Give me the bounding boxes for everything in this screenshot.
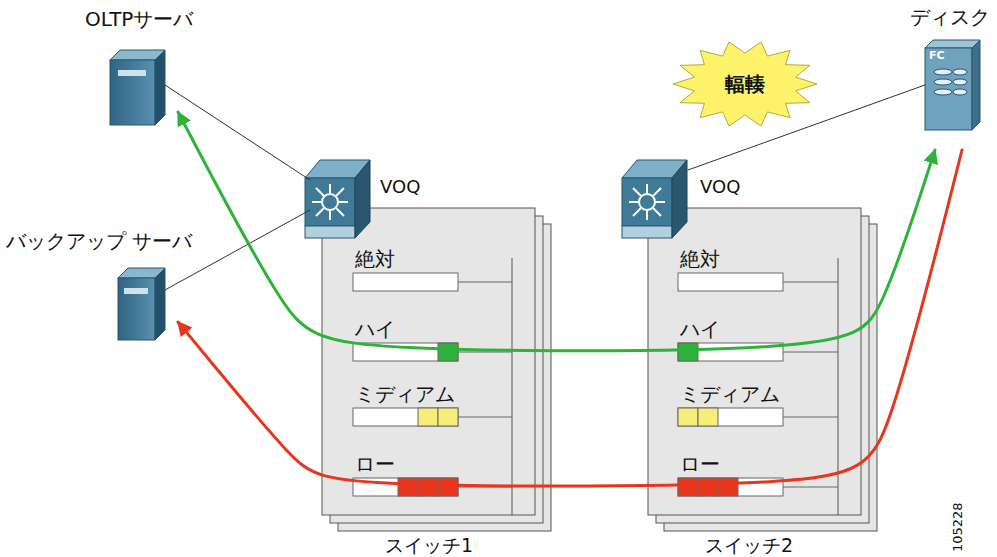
- server-icon: [155, 268, 165, 340]
- server-icon: [118, 268, 165, 340]
- queue-bars-switch2: [783, 352, 838, 353]
- queue-bars-switch2: [698, 478, 718, 496]
- switch1-panel: [322, 208, 551, 531]
- link-line: [178, 150, 962, 486]
- server-icon: [118, 70, 146, 76]
- server-node: OLTPサーバ: [110, 50, 165, 125]
- queue-bars-switch2: [678, 273, 838, 496]
- queue-bars-switch2: [678, 343, 698, 361]
- server-node: バックアップ サーバ: [118, 268, 165, 340]
- queue-box: ミディアム: [353, 383, 459, 409]
- node-label: スイッチ2: [705, 535, 793, 556]
- node-label: ミディアム: [355, 383, 455, 405]
- switch1-panel: [322, 208, 535, 515]
- queue-bars-switch2: [718, 478, 738, 496]
- disk-icon: [934, 69, 952, 75]
- queue-bars-switch1: [353, 273, 458, 291]
- disk-icon: [953, 69, 967, 75]
- node-label: ロー: [680, 453, 720, 475]
- node-label: ロー: [355, 453, 395, 475]
- queue-box: ロー: [678, 453, 783, 479]
- queue-bars-switch2: [678, 478, 698, 496]
- queue-box: ロー: [353, 453, 458, 479]
- server-icon: [118, 278, 155, 340]
- switch-icon: [622, 160, 687, 238]
- link-line: [178, 112, 935, 351]
- disk-icon: [953, 89, 967, 95]
- disk-icon: [925, 40, 980, 130]
- disk-icon: [953, 79, 967, 85]
- switch2-panel: [838, 258, 839, 515]
- queue-box: 絶対: [678, 248, 783, 274]
- queue-box: 絶対: [353, 248, 458, 274]
- queue-bars-switch2: [783, 282, 838, 283]
- queue-bars-switch1: [438, 408, 458, 426]
- switch1-panel: [512, 258, 513, 515]
- queue-bars-switch2: [678, 273, 783, 291]
- disk-icon: [934, 89, 952, 95]
- queue-bars-switch1: [458, 417, 512, 418]
- link-line: [165, 85, 310, 180]
- queue-box: ハイ: [678, 318, 783, 344]
- switch-panel: VOQスイッチ2絶対ハイミディアムロー: [622, 155, 862, 533]
- queue-box: ミディアム: [678, 383, 784, 409]
- node-label: ハイ: [680, 318, 720, 340]
- queue-bars-switch1: [398, 478, 418, 496]
- queue-bars-switch2: [783, 487, 838, 488]
- queue-bars-switch1: [418, 478, 438, 496]
- burst-outline: [673, 42, 817, 126]
- queue-box: ハイ: [353, 318, 458, 344]
- disk-icon: [925, 40, 980, 48]
- node-label: OLTPサーバ: [85, 8, 193, 30]
- node-label: 絶対: [680, 248, 720, 270]
- disk-icon: [925, 48, 972, 130]
- queue-bars-switch1: [438, 478, 458, 496]
- node-label: 輻輳: [725, 73, 765, 95]
- queue-bars-switch2: [678, 408, 698, 426]
- node-label: 絶対: [355, 248, 395, 270]
- queue-bars-switch1: [353, 273, 512, 496]
- server-icon: [110, 60, 155, 125]
- queue-bars-switch1: [418, 408, 438, 426]
- queue-bars-switch2: [678, 408, 783, 426]
- congestion-burst: 輻輳: [672, 40, 818, 128]
- node-label: ハイ: [355, 318, 395, 340]
- node-label: スイッチ1: [385, 535, 473, 556]
- switch2-panel: [648, 208, 861, 515]
- node-label: FC: [929, 50, 945, 62]
- server-icon: [124, 288, 148, 294]
- node-label: バックアップ サーバ: [6, 230, 192, 252]
- queue-bars-switch1: [458, 282, 512, 283]
- disk-icon: [972, 40, 980, 130]
- disk-node: ディスクFC: [925, 40, 980, 130]
- switch-panel: VOQスイッチ1絶対ハイミディアムロー: [305, 155, 545, 533]
- node-label: VOQ: [700, 177, 740, 197]
- server-icon: [110, 50, 165, 125]
- queue-bars-switch2: [783, 417, 838, 418]
- node-label: ディスク: [910, 6, 990, 28]
- figure-number: 105228: [950, 502, 965, 552]
- node-label: ミディアム: [680, 383, 780, 405]
- queue-bars-switch1: [353, 408, 458, 426]
- node-label: VOQ: [380, 177, 420, 197]
- queue-bars-switch2: [698, 408, 718, 426]
- queue-bars-switch1: [438, 343, 458, 361]
- server-icon: [155, 50, 165, 125]
- disk-icon: [934, 79, 952, 85]
- switch-icon: [305, 160, 370, 238]
